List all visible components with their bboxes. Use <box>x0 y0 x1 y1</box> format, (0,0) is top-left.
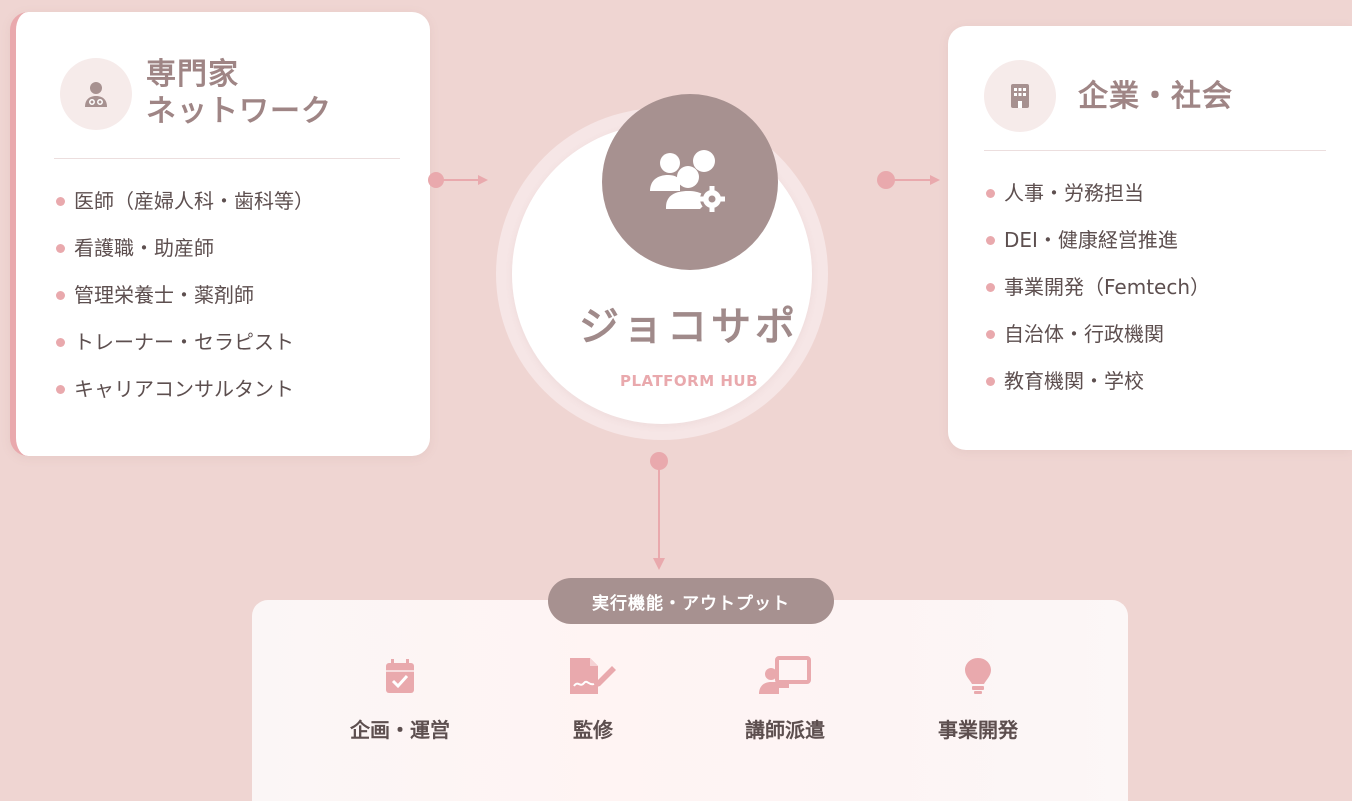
output-label: 監修 <box>573 718 613 742</box>
output-planning: 企画・運営 <box>310 652 490 743</box>
list-item: 看護職・助産師 <box>54 233 314 280</box>
company-society-title: 企業・社会 <box>1078 79 1233 114</box>
output-lecturer-dispatch: 講師派遣 <box>695 652 875 743</box>
output-business-development: 事業開発 <box>888 652 1068 743</box>
teacher-board-icon <box>695 652 875 700</box>
building-icon <box>984 60 1056 132</box>
list-item: 事業開発（Femtech） <box>984 272 1210 319</box>
users-gear-icon <box>602 94 778 270</box>
output-supervision: 監修 <box>503 652 683 743</box>
connector-left-arrow <box>428 172 488 188</box>
outputs-badge: 実行機能・アウトプット <box>548 578 834 624</box>
hub-subtitle: PLATFORM HUB <box>619 372 759 390</box>
hub-name: ジョコサポ <box>579 304 799 350</box>
list-item: トレーナー・セラピスト <box>54 327 314 374</box>
file-signature-icon <box>503 652 683 700</box>
list-item: 教育機関・学校 <box>984 366 1210 413</box>
expert-title-line2: ネットワーク <box>146 94 332 129</box>
list-item: 人事・労務担当 <box>984 178 1210 225</box>
list-item: 医師（産婦人科・歯科等） <box>54 186 314 233</box>
list-item: キャリアコンサルタント <box>54 374 314 421</box>
divider <box>54 158 400 159</box>
output-label: 事業開発 <box>938 718 1018 742</box>
outputs-panel <box>252 600 1128 801</box>
list-item: DEI・健康経営推進 <box>984 225 1210 272</box>
expert-list: 医師（産婦人科・歯科等） 看護職・助産師 管理栄養士・薬剤師 トレーナー・セラピ… <box>54 186 314 421</box>
company-society-card: 企業・社会 人事・労務担当 DEI・健康経営推進 事業開発（Femtech） 自… <box>948 26 1352 450</box>
divider <box>984 150 1326 151</box>
expert-title-line1: 専門家 <box>146 57 239 92</box>
output-label: 講師派遣 <box>745 718 825 742</box>
company-list: 人事・労務担当 DEI・健康経営推進 事業開発（Femtech） 自治体・行政機… <box>984 178 1210 413</box>
expert-network-title: 専門家 ネットワーク <box>146 56 332 130</box>
connector-right-arrow <box>877 171 940 189</box>
calendar-check-icon <box>310 652 490 700</box>
output-label: 企画・運営 <box>350 718 450 742</box>
list-item: 管理栄養士・薬剤師 <box>54 280 314 327</box>
lightbulb-icon <box>888 652 1068 700</box>
expert-network-card: 専門家 ネットワーク 医師（産婦人科・歯科等） 看護職・助産師 管理栄養士・薬剤… <box>10 12 430 456</box>
list-item: 自治体・行政機関 <box>984 319 1210 366</box>
doctor-icon <box>60 58 132 130</box>
connector-down-arrow <box>650 452 668 570</box>
